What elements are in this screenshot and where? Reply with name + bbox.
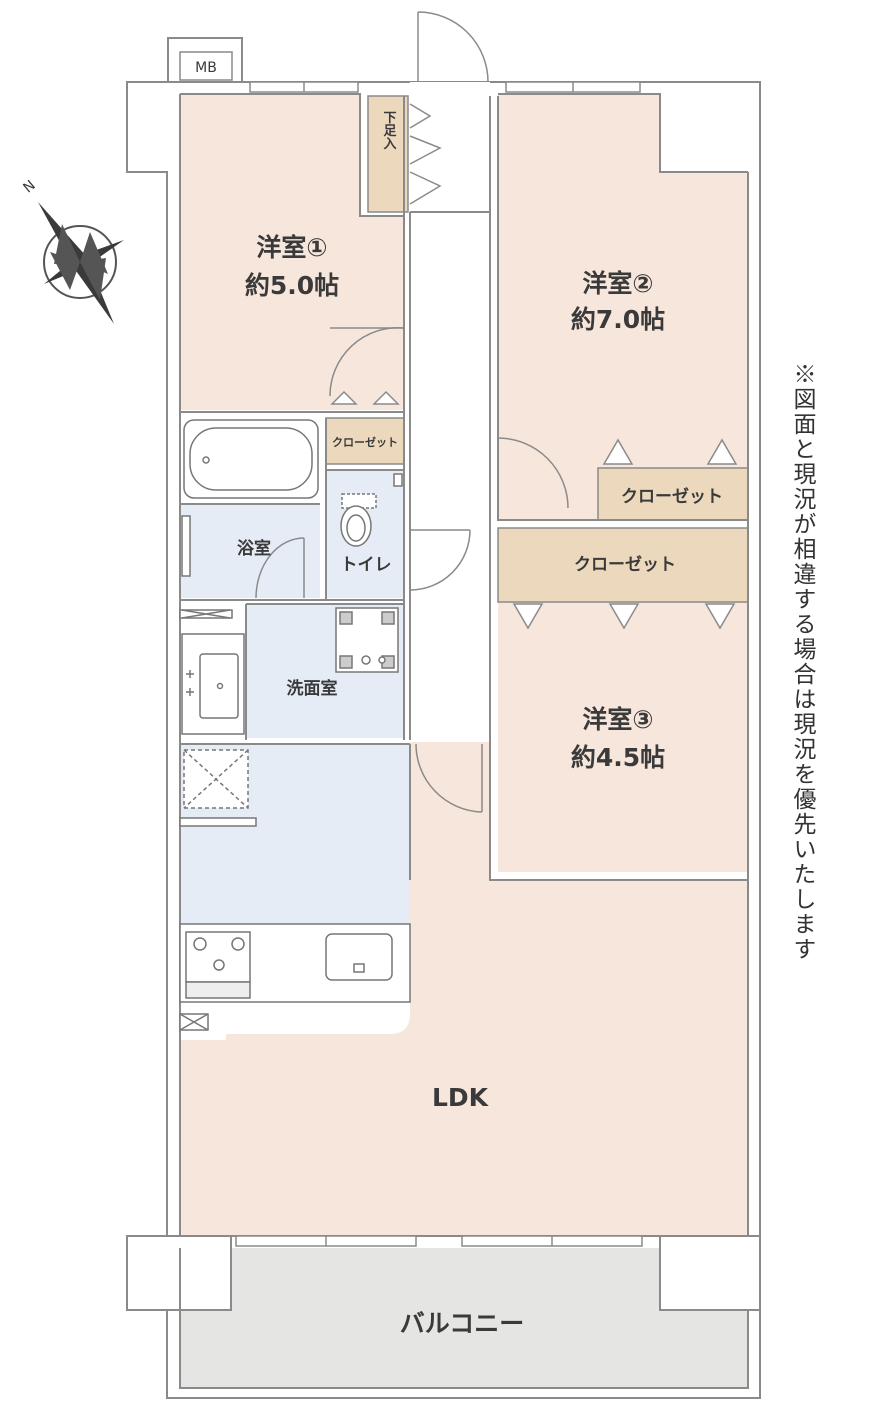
closet-doors bbox=[330, 103, 738, 630]
room2-floor bbox=[498, 94, 748, 520]
washroom-label: 洗面室 bbox=[287, 678, 338, 699]
ldk-floor bbox=[180, 742, 748, 1236]
balcony-label: バルコニー bbox=[400, 1309, 525, 1338]
closet-room1 bbox=[325, 417, 405, 465]
closet-room2 bbox=[597, 467, 749, 521]
bath-label: 浴室 bbox=[237, 538, 271, 559]
washing-machine-icon bbox=[335, 607, 399, 673]
room2-name: 洋室② bbox=[582, 269, 653, 298]
closet-room3 bbox=[497, 527, 749, 603]
mb-box: MB bbox=[167, 37, 243, 83]
bath-floor bbox=[180, 504, 320, 598]
north-label: N bbox=[20, 177, 38, 196]
shoe-box bbox=[367, 95, 409, 213]
washbasin-icon bbox=[179, 609, 245, 735]
closet-room2-label: クローゼット bbox=[621, 486, 723, 507]
toilet-label: トイレ bbox=[341, 555, 392, 575]
doors bbox=[255, 11, 569, 813]
room3-size: 約4.5帖 bbox=[571, 743, 665, 772]
room1-name: 洋室① bbox=[256, 233, 327, 262]
compass-icon: N bbox=[20, 177, 124, 324]
room1-floor bbox=[180, 94, 360, 410]
fridge-space bbox=[179, 749, 257, 827]
balcony-floor bbox=[180, 1248, 748, 1388]
shoe-box-label: 下足入 bbox=[381, 111, 397, 150]
room2-size: 約7.0帖 bbox=[571, 305, 665, 334]
room1-floor-ext bbox=[360, 216, 404, 410]
room3-name: 洋室③ bbox=[582, 705, 653, 734]
windows bbox=[235, 81, 643, 1247]
closet-room3-label: クローゼット bbox=[574, 554, 676, 575]
stove-icon bbox=[193, 937, 245, 971]
interior-walls bbox=[179, 93, 749, 1389]
sink-icon bbox=[325, 933, 393, 981]
balcony-right-pier bbox=[659, 1235, 761, 1311]
bathtub-icon bbox=[181, 419, 319, 577]
mb-label: MB bbox=[195, 60, 217, 76]
room3-floor bbox=[498, 602, 748, 872]
toilet-icon bbox=[340, 473, 403, 547]
closet-room1-label: クローゼット bbox=[332, 435, 398, 449]
ldk-label: LDK bbox=[432, 1083, 490, 1112]
duct-box bbox=[179, 1013, 209, 1031]
disclaimer-note: ※図面と現況が相違する場合は現況を優先いたします bbox=[789, 362, 815, 962]
room1-size: 約5.0帖 bbox=[245, 271, 339, 300]
